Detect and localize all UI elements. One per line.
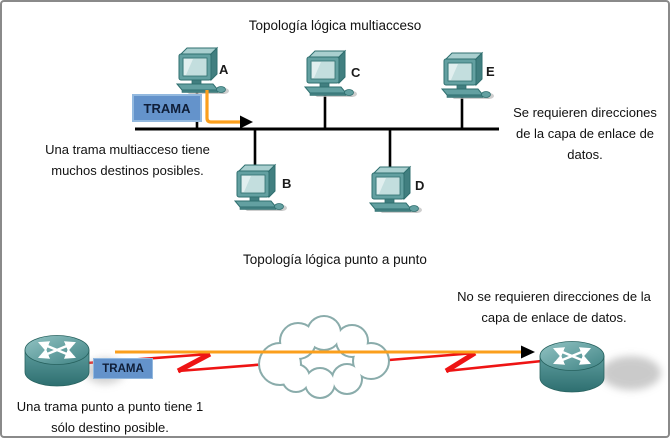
p2p-title: Topología lógica punto a punto	[243, 252, 427, 267]
desktop-pc-icon-b	[234, 164, 288, 212]
frame-box-p2p: TRAMA	[93, 358, 153, 379]
host-label-c: C	[351, 65, 361, 80]
p2p-left-caption: Una trama punto a punto tiene 1 sólo des…	[16, 399, 204, 435]
p2p-right-caption: No se requieren direcciones de la capa d…	[457, 289, 651, 325]
frame-box-multiaccess: TRAMA	[132, 94, 202, 122]
arrowhead-icon	[521, 345, 535, 359]
serial-lightning-right	[388, 350, 543, 374]
desktop-pc-icon-c	[304, 50, 358, 98]
wan-cloud-icon	[258, 315, 390, 399]
router-icon-left	[25, 336, 89, 387]
multiaccess-left-caption: Una trama multiacceso tiene muchos desti…	[45, 142, 210, 178]
router-shadow-right	[601, 356, 661, 390]
host-label-e: E	[486, 64, 495, 79]
host-label-a: A	[219, 62, 229, 77]
host-label-d: D	[415, 178, 425, 193]
host-label-b: B	[282, 176, 292, 191]
multiaccess-right-caption: Se requieren direcciones de la capa de e…	[513, 105, 657, 162]
frame-path-arrow	[205, 90, 253, 129]
router-icon-right	[540, 342, 604, 393]
arrowhead-icon	[240, 115, 253, 129]
p2p-frame-arrow	[115, 345, 535, 359]
multiaccess-title: Topología lógica multiacceso	[248, 18, 422, 33]
